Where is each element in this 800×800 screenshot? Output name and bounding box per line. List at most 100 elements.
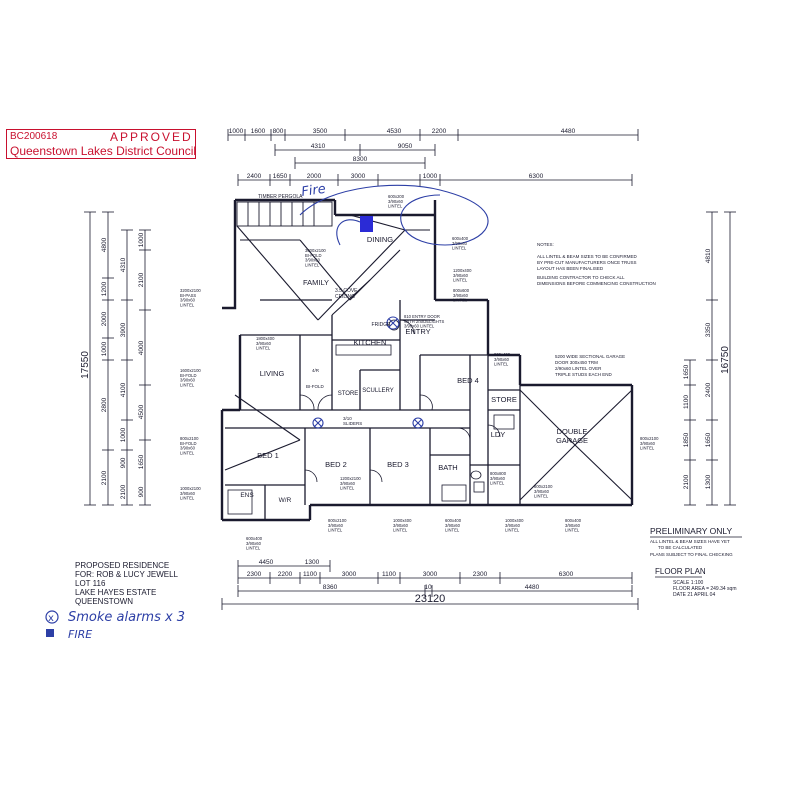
left-dim-4: 1000 [101,341,108,356]
room-bed1: BED 1 [257,451,279,460]
timber-pergola [236,201,333,227]
left-dim-13: 1000 [138,232,145,247]
top-dim-14: 3000 [351,173,366,180]
bottom-dim-12: 10 [424,584,432,591]
right-dim-total: 16750 [720,346,731,374]
bottom-dim-13: 4480 [525,584,540,591]
bottom-dim-1: 4450 [259,559,274,566]
floor-plan-area: FLOOR AREA = 249.34 sqm [673,586,737,592]
room-scullery: SCULLERY [362,388,394,394]
bottom-dimension-lines [221,560,639,610]
top-dim-4: 3500 [313,128,328,135]
left-dim-11: 900 [120,457,127,468]
top-dim-5: 4530 [387,128,402,135]
title-line4: LAKE HAYES ESTATE [75,588,156,597]
floor-plan-date: DATE 21 APRIL 04 [673,592,715,598]
right-dim-3: 2400 [705,382,712,397]
title-line3: LOT 116 [75,579,106,588]
room-bed4: BED 4 [457,376,479,385]
top-dim-3: 800 [273,128,284,135]
left-dim-15: 4000 [138,340,145,355]
right-dim-7: 1100 [683,395,690,409]
top-dim-9: 9050 [398,143,413,150]
bottom-dim-total: 23120 [415,593,446,605]
preliminary-block: PRELIMINARY ONLY ALL LINTEL & BEAM SIZES… [650,526,742,557]
right-dim-8: 1850 [683,432,690,447]
bottom-dim-3: 2300 [247,571,262,578]
stamp-council: Queenstown Lakes District Council [10,144,197,158]
notes-heading: NOTES: [537,242,554,247]
door-swings [299,319,501,483]
bottom-dim-6: 3000 [342,571,357,578]
left-dim-1: 4800 [101,237,108,252]
right-dim-6: 1650 [683,364,690,379]
room-ldy: LDY [491,430,506,439]
top-dim-13: 2000 [307,173,322,180]
fire-legend-swatch [46,629,54,637]
notes-line2: BY PRE-CUT MANUFACTURERS ONCE TRUSS [537,260,637,265]
room-kitchen: KITCHEN [354,338,387,347]
bottom-dim-2: 1300 [305,559,320,566]
bottom-dim-9: 2300 [473,571,488,578]
pergola-label: TIMBER PERGOLA [258,194,303,200]
smoke-alarm-symbol-icon [45,610,59,624]
notes-line3: LAYOUT HAS BEEN FINALISED [537,266,604,271]
left-dim-12: 2100 [120,484,127,499]
fire-hand-label: Fire [300,182,326,200]
left-dim-8: 3900 [120,322,127,337]
room-garage2: GARAGE [556,436,588,445]
room-ens: ENS [240,492,254,499]
garage-note-4: TRIPLE STUDS EACH END [555,372,613,377]
notes-line1: ALL LINTEL & BEAM SIZES TO BE CONFIRMED [537,254,638,259]
smoke-legend-symbol: x [48,613,54,624]
preliminary-line1: ALL LINTEL & BEAM SIZES HAVE YET [650,539,730,544]
left-dim-5: 2800 [101,397,108,412]
room-entry: ENTRY [405,327,430,336]
preliminary-title: PRELIMINARY ONLY [650,526,733,536]
room-bed3: BED 3 [387,460,409,469]
floor-plan-block: FLOOR PLAN SCALE 1:100 FLOOR AREA = 249.… [655,567,737,598]
right-dim-5: 1300 [705,474,712,489]
floor-plan-scale: SCALE 1:100 [673,580,704,586]
top-dim-8: 4310 [311,143,326,150]
stamp-border [6,129,196,159]
right-dim-1: 4810 [705,248,712,263]
right-dim-4: 1650 [705,432,712,447]
title-line2: FOR: ROB & LUCY JEWELL [75,570,179,579]
left-dim-18: 900 [138,486,145,497]
garage-note-3: 2/90x60 LINTEL OVER [555,366,602,371]
top-dim-11: 2400 [247,173,262,180]
bottom-dim-7: 1100 [382,571,396,578]
bottom-dim-5: 1100 [303,571,317,578]
floor-plan-title: FLOOR PLAN [655,567,706,576]
notes-line4: BUILDING CONTRACTOR TO CHECK ALL [537,275,625,280]
exterior-walls [220,198,634,522]
top-dim-12: 1650 [273,173,288,180]
preliminary-line3: PLANS SUBJECT TO FINAL CHECKING [650,552,733,557]
top-dim-6: 2200 [432,128,447,135]
room-garage1: DOUBLE [557,427,588,436]
bottom-dim-8: 3000 [423,571,438,578]
fire-symbol-on-plan [360,216,373,232]
left-dim-2: 1200 [101,281,108,296]
wardrobe-label: 4/R [312,368,320,373]
top-dim-7: 4480 [561,128,576,135]
fixtures [227,319,515,515]
left-dim-9: 4100 [120,382,127,397]
bifold-label: BI-FOLD [306,384,325,389]
